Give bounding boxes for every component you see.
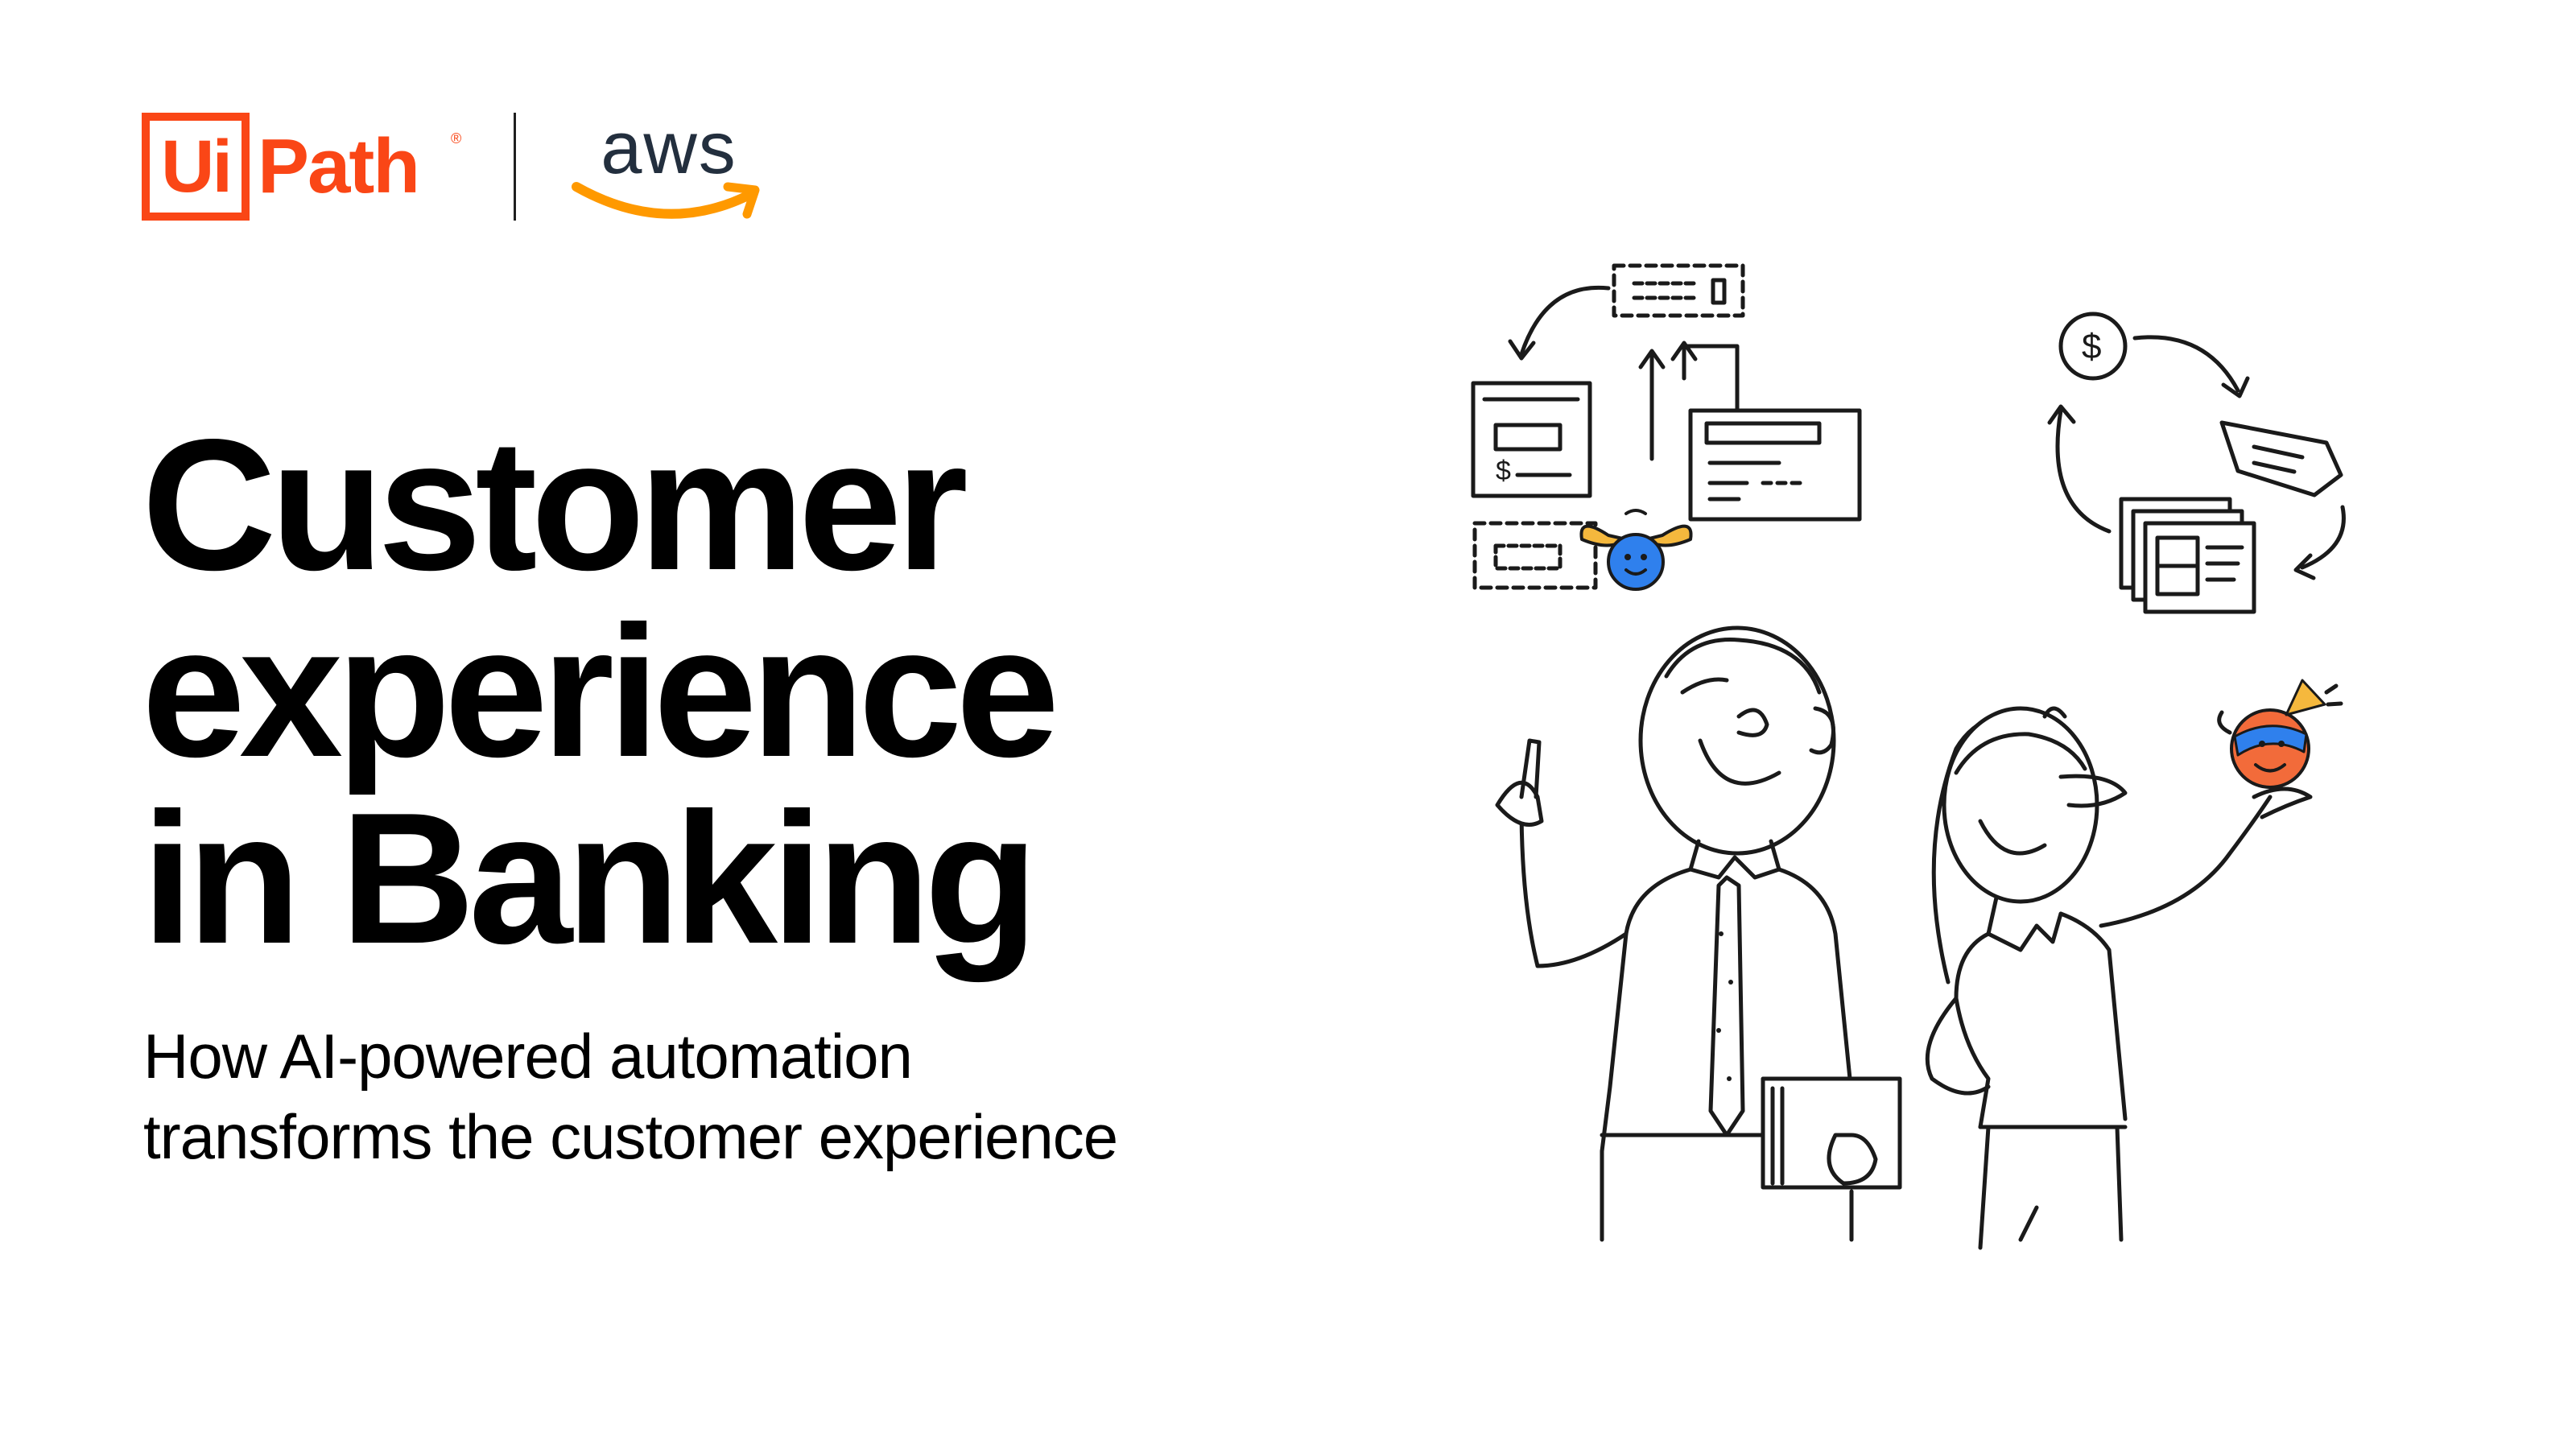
page-title-line-2: experience xyxy=(142,588,1059,796)
page-title-line-3: in Banking xyxy=(142,774,1038,983)
page-title-line-1: Customer xyxy=(142,401,968,609)
uipath-logo: Ui Path ® xyxy=(142,113,464,221)
uipath-registered-mark: ® xyxy=(451,130,462,147)
aws-logo-text: aws xyxy=(601,107,737,189)
subtitle-line-2: transforms the customer experience xyxy=(143,1101,1118,1172)
dashed-form-small-icon xyxy=(1472,521,1598,590)
orange-bot-icon xyxy=(2217,679,2343,789)
blue-bot-icon xyxy=(1579,509,1693,591)
aws-logo: aws xyxy=(568,106,770,227)
uipath-logo-box-text: Ui xyxy=(161,126,233,208)
uipath-logo-box xyxy=(142,113,250,221)
man-figure xyxy=(1495,625,1902,1242)
curved-arrow-right-icon xyxy=(2132,335,2240,393)
up-arrows-icon xyxy=(1638,341,1740,461)
subtitle-line-1: How AI-powered automation xyxy=(143,1021,913,1092)
payment-workflow-group: $ xyxy=(2047,312,2346,614)
logo-row: Ui Path ® aws xyxy=(142,106,786,227)
uipath-logo-text: Path xyxy=(258,123,420,209)
stacked-documents-icon xyxy=(2119,497,2256,614)
subtitle: How AI-powered automation transforms the… xyxy=(143,1016,1351,1177)
page-title: Customer experience in Banking xyxy=(142,412,1269,972)
hero-illustration: $ xyxy=(1401,242,2447,1288)
woman-figure xyxy=(1925,679,2343,1250)
logo-divider xyxy=(514,113,516,221)
document-workflow-group: $ xyxy=(1471,263,1862,591)
aws-smile-icon xyxy=(572,182,760,219)
form-document-icon xyxy=(1688,408,1862,522)
curved-arrow-icon xyxy=(1519,285,1611,357)
document-dollar-symbol: $ xyxy=(1496,456,1511,486)
receipt-icon xyxy=(2219,420,2343,497)
necktie xyxy=(1708,875,1745,1137)
dollar-coin-icon: $ xyxy=(2058,312,2128,381)
coin-dollar-symbol: $ xyxy=(2082,327,2101,366)
dashed-form-icon xyxy=(1612,263,1745,318)
invoice-document-icon: $ xyxy=(1471,381,1592,498)
